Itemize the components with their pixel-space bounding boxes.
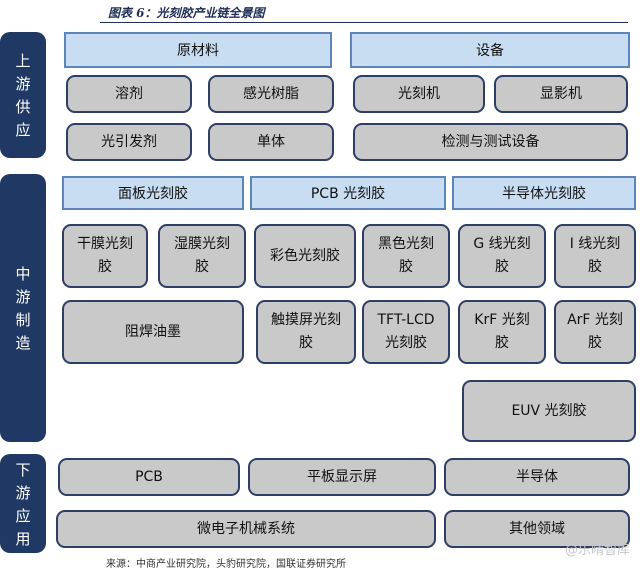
node-monomer: 单体 (208, 123, 334, 161)
title-rule (100, 22, 628, 23)
header-panel-photoresist: 面板光刻胶 (62, 176, 244, 210)
node-pcb: PCB (58, 458, 240, 496)
figure-title: 图表 6：光刻胶产业链全景图 (108, 6, 265, 20)
node-developer-machine: 显影机 (494, 75, 628, 113)
node-dry-film: 干膜光刻胶 (62, 224, 148, 288)
node-touchscreen-photoresist: 触摸屏光刻胶 (256, 300, 356, 364)
node-mems: 微电子机械系统 (56, 510, 436, 548)
header-raw-materials: 原材料 (64, 32, 332, 68)
node-other-fields: 其他领域 (444, 510, 630, 548)
node-lithography-machine: 光刻机 (353, 75, 485, 113)
node-flat-panel-display: 平板显示屏 (248, 458, 436, 496)
node-krf-photoresist: KrF 光刻胶 (458, 300, 546, 364)
header-semiconductor-photoresist: 半导体光刻胶 (452, 176, 636, 210)
midstream-label: 中游制造 (0, 174, 46, 442)
node-tft-lcd-photoresist: TFT-LCD光刻胶 (362, 300, 450, 364)
watermark: @乐晴智库 (564, 543, 630, 558)
header-pcb-photoresist: PCB 光刻胶 (250, 176, 446, 210)
downstream-label: 下游应用 (0, 454, 46, 553)
node-solvent: 溶剂 (66, 75, 192, 113)
node-wet-film: 湿膜光刻胶 (158, 224, 246, 288)
node-solder-mask-ink: 阻焊油墨 (62, 300, 244, 364)
node-euv-photoresist: EUV 光刻胶 (462, 380, 636, 442)
node-color-photoresist: 彩色光刻胶 (254, 224, 356, 288)
node-inspection-equipment: 检测与测试设备 (353, 123, 628, 161)
node-arf-photoresist: ArF 光刻胶 (554, 300, 636, 364)
node-photoinitiator: 光引发剂 (66, 123, 192, 161)
node-photosensitive-resin: 感光树脂 (208, 75, 334, 113)
upstream-label: 上游供应 (0, 32, 46, 158)
node-g-line-photoresist: G 线光刻胶 (458, 224, 546, 288)
node-black-photoresist: 黑色光刻胶 (362, 224, 450, 288)
header-equipment: 设备 (350, 32, 630, 68)
source-note: 来源：中商产业研究院，头豹研究院，国联证券研究所 (106, 559, 346, 570)
node-i-line-photoresist: I 线光刻胶 (554, 224, 636, 288)
node-semiconductor: 半导体 (444, 458, 630, 496)
